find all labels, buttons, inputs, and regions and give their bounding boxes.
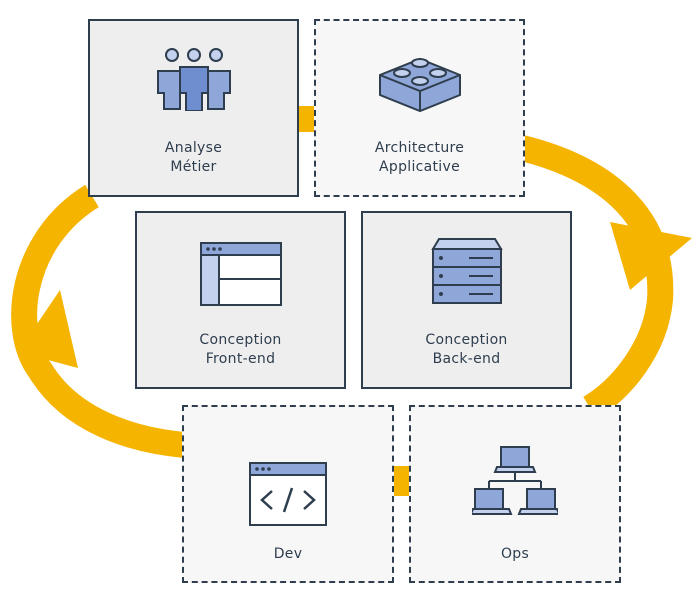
card-backend-line1: Conception [425, 332, 508, 348]
card-architecture-line2: Applicative [379, 159, 460, 175]
card-architecture-applicative: Architecture Applicative [314, 19, 525, 197]
cycle-arrowhead-right [610, 222, 692, 290]
card-conception-frontend: Conception Front-end [135, 211, 346, 389]
connector-top [298, 106, 318, 132]
card-architecture-line1: Architecture [374, 140, 465, 156]
cycle-arrowhead-left [18, 290, 78, 368]
connector-bottom [392, 466, 410, 496]
users-group-icon [156, 48, 231, 111]
cycle-arrow-left [11, 184, 187, 458]
card-backend-line2: Back-end [432, 351, 501, 367]
card-analyse-metier-line1: Analyse [164, 140, 223, 156]
card-dev-label: Dev [273, 546, 303, 562]
code-window-icon [249, 462, 327, 526]
network-computers-icon [472, 446, 558, 515]
server-rack-icon [430, 238, 503, 304]
card-frontend-line2: Front-end [205, 351, 276, 367]
card-analyse-metier: Analyse Métier [88, 19, 299, 197]
lego-brick-icon [378, 57, 461, 113]
card-conception-backend: Conception Back-end [361, 211, 572, 389]
card-analyse-metier-line2: Métier [170, 159, 217, 175]
card-dev: Dev [182, 405, 394, 583]
browser-layout-icon [199, 242, 282, 306]
card-frontend-line1: Conception [199, 332, 282, 348]
card-ops: Ops [409, 405, 621, 583]
card-ops-label: Ops [500, 546, 530, 562]
cycle-arrow-right [518, 135, 674, 420]
